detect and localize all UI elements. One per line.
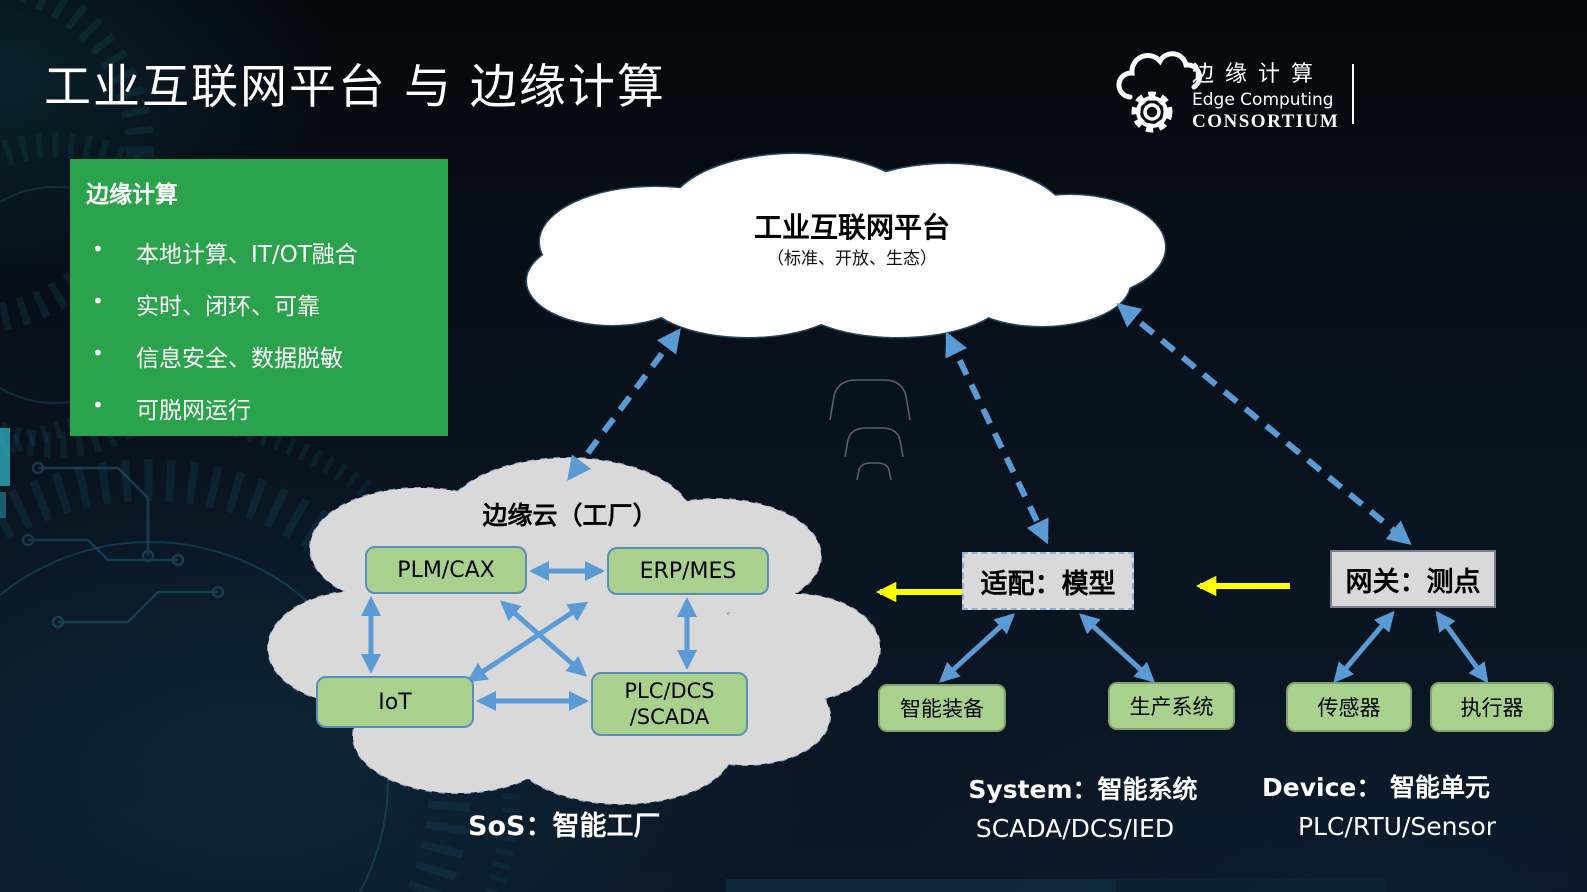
device-caption: PLC/RTU/Sensor bbox=[1297, 812, 1497, 841]
node-production-system: 生产系统 bbox=[1108, 682, 1235, 730]
platform-cloud-title: 工业互联网平台 bbox=[753, 211, 950, 244]
child-connector-arrows bbox=[939, 610, 1489, 684]
system-caption: SCADA/DCS/IED bbox=[975, 814, 1175, 843]
edge-computing-panel: 边缘计算 • 本地计算、IT/OT融合 • 实时、闭环、可靠 • 信息安全、数据… bbox=[70, 159, 448, 436]
node-actuator: 执行器 bbox=[1430, 682, 1554, 732]
platform-cloud-subtitle: （标准、开放、生态） bbox=[767, 249, 937, 269]
edge-panel-bullet: • 信息安全、数据脱敏 bbox=[70, 339, 448, 372]
bullet-icon: • bbox=[92, 289, 104, 313]
device-caption-bold: Device： 智能单元 bbox=[1262, 773, 1491, 802]
node-plc-dcs-scada: PLC/DCS /SCADA bbox=[591, 672, 748, 736]
sos-caption: SoS：智能工厂 bbox=[468, 811, 661, 842]
node-plm-cax: PLM/CAX bbox=[365, 546, 527, 594]
logo-consortium-text: CONSORTIUM bbox=[1192, 111, 1340, 132]
gear-icon bbox=[1131, 91, 1173, 133]
gateway-point-box: 网关：测点 bbox=[1330, 550, 1496, 608]
node-iot: IoT bbox=[316, 676, 474, 728]
cloud-icon bbox=[1116, 51, 1202, 100]
circuit-board-decoration bbox=[0, 0, 1386, 892]
bullet-text: 实时、闭环、可靠 bbox=[136, 294, 320, 320]
bullet-icon: • bbox=[92, 341, 104, 365]
adapter-model-box: 适配：模型 bbox=[962, 552, 1134, 610]
bullet-text: 信息安全、数据脱敏 bbox=[136, 346, 343, 372]
edge-cloud-title: 边缘云（工厂） bbox=[482, 501, 658, 530]
edge-panel-bullet: • 本地计算、IT/OT融合 bbox=[70, 235, 448, 268]
page-title: 工业互联网平台 与 边缘计算 bbox=[44, 60, 666, 115]
edge-computing-consortium-logo-icon bbox=[1116, 51, 1202, 133]
bullet-icon: • bbox=[92, 393, 104, 417]
arrow-platform-gateway bbox=[1116, 302, 1412, 546]
node-sensor: 传感器 bbox=[1286, 682, 1412, 732]
edge-panel-bullet: • 实时、闭环、可靠 bbox=[70, 287, 448, 320]
node-erp-mes: ERP/MES bbox=[607, 547, 769, 595]
arrow-platform-edgecloud bbox=[567, 328, 681, 481]
node-smart-equipment: 智能装备 bbox=[878, 684, 1006, 732]
logo-cn-text: 边缘计算 bbox=[1192, 62, 1325, 87]
edge-panel-bullet: • 可脱网运行 bbox=[70, 391, 448, 424]
edge-panel-title: 边缘计算 bbox=[86, 182, 178, 208]
logo-en-text: Edge Computing bbox=[1192, 90, 1334, 110]
stacked-frames-decoration bbox=[829, 379, 911, 481]
bullet-icon: • bbox=[92, 237, 104, 261]
arrow-platform-adapter bbox=[945, 331, 1049, 545]
bullet-text: 本地计算、IT/OT融合 bbox=[136, 242, 358, 268]
logo-divider bbox=[1352, 64, 1354, 124]
bullet-text: 可脱网运行 bbox=[136, 398, 251, 424]
system-caption-bold: System：智能系统 bbox=[968, 775, 1198, 804]
